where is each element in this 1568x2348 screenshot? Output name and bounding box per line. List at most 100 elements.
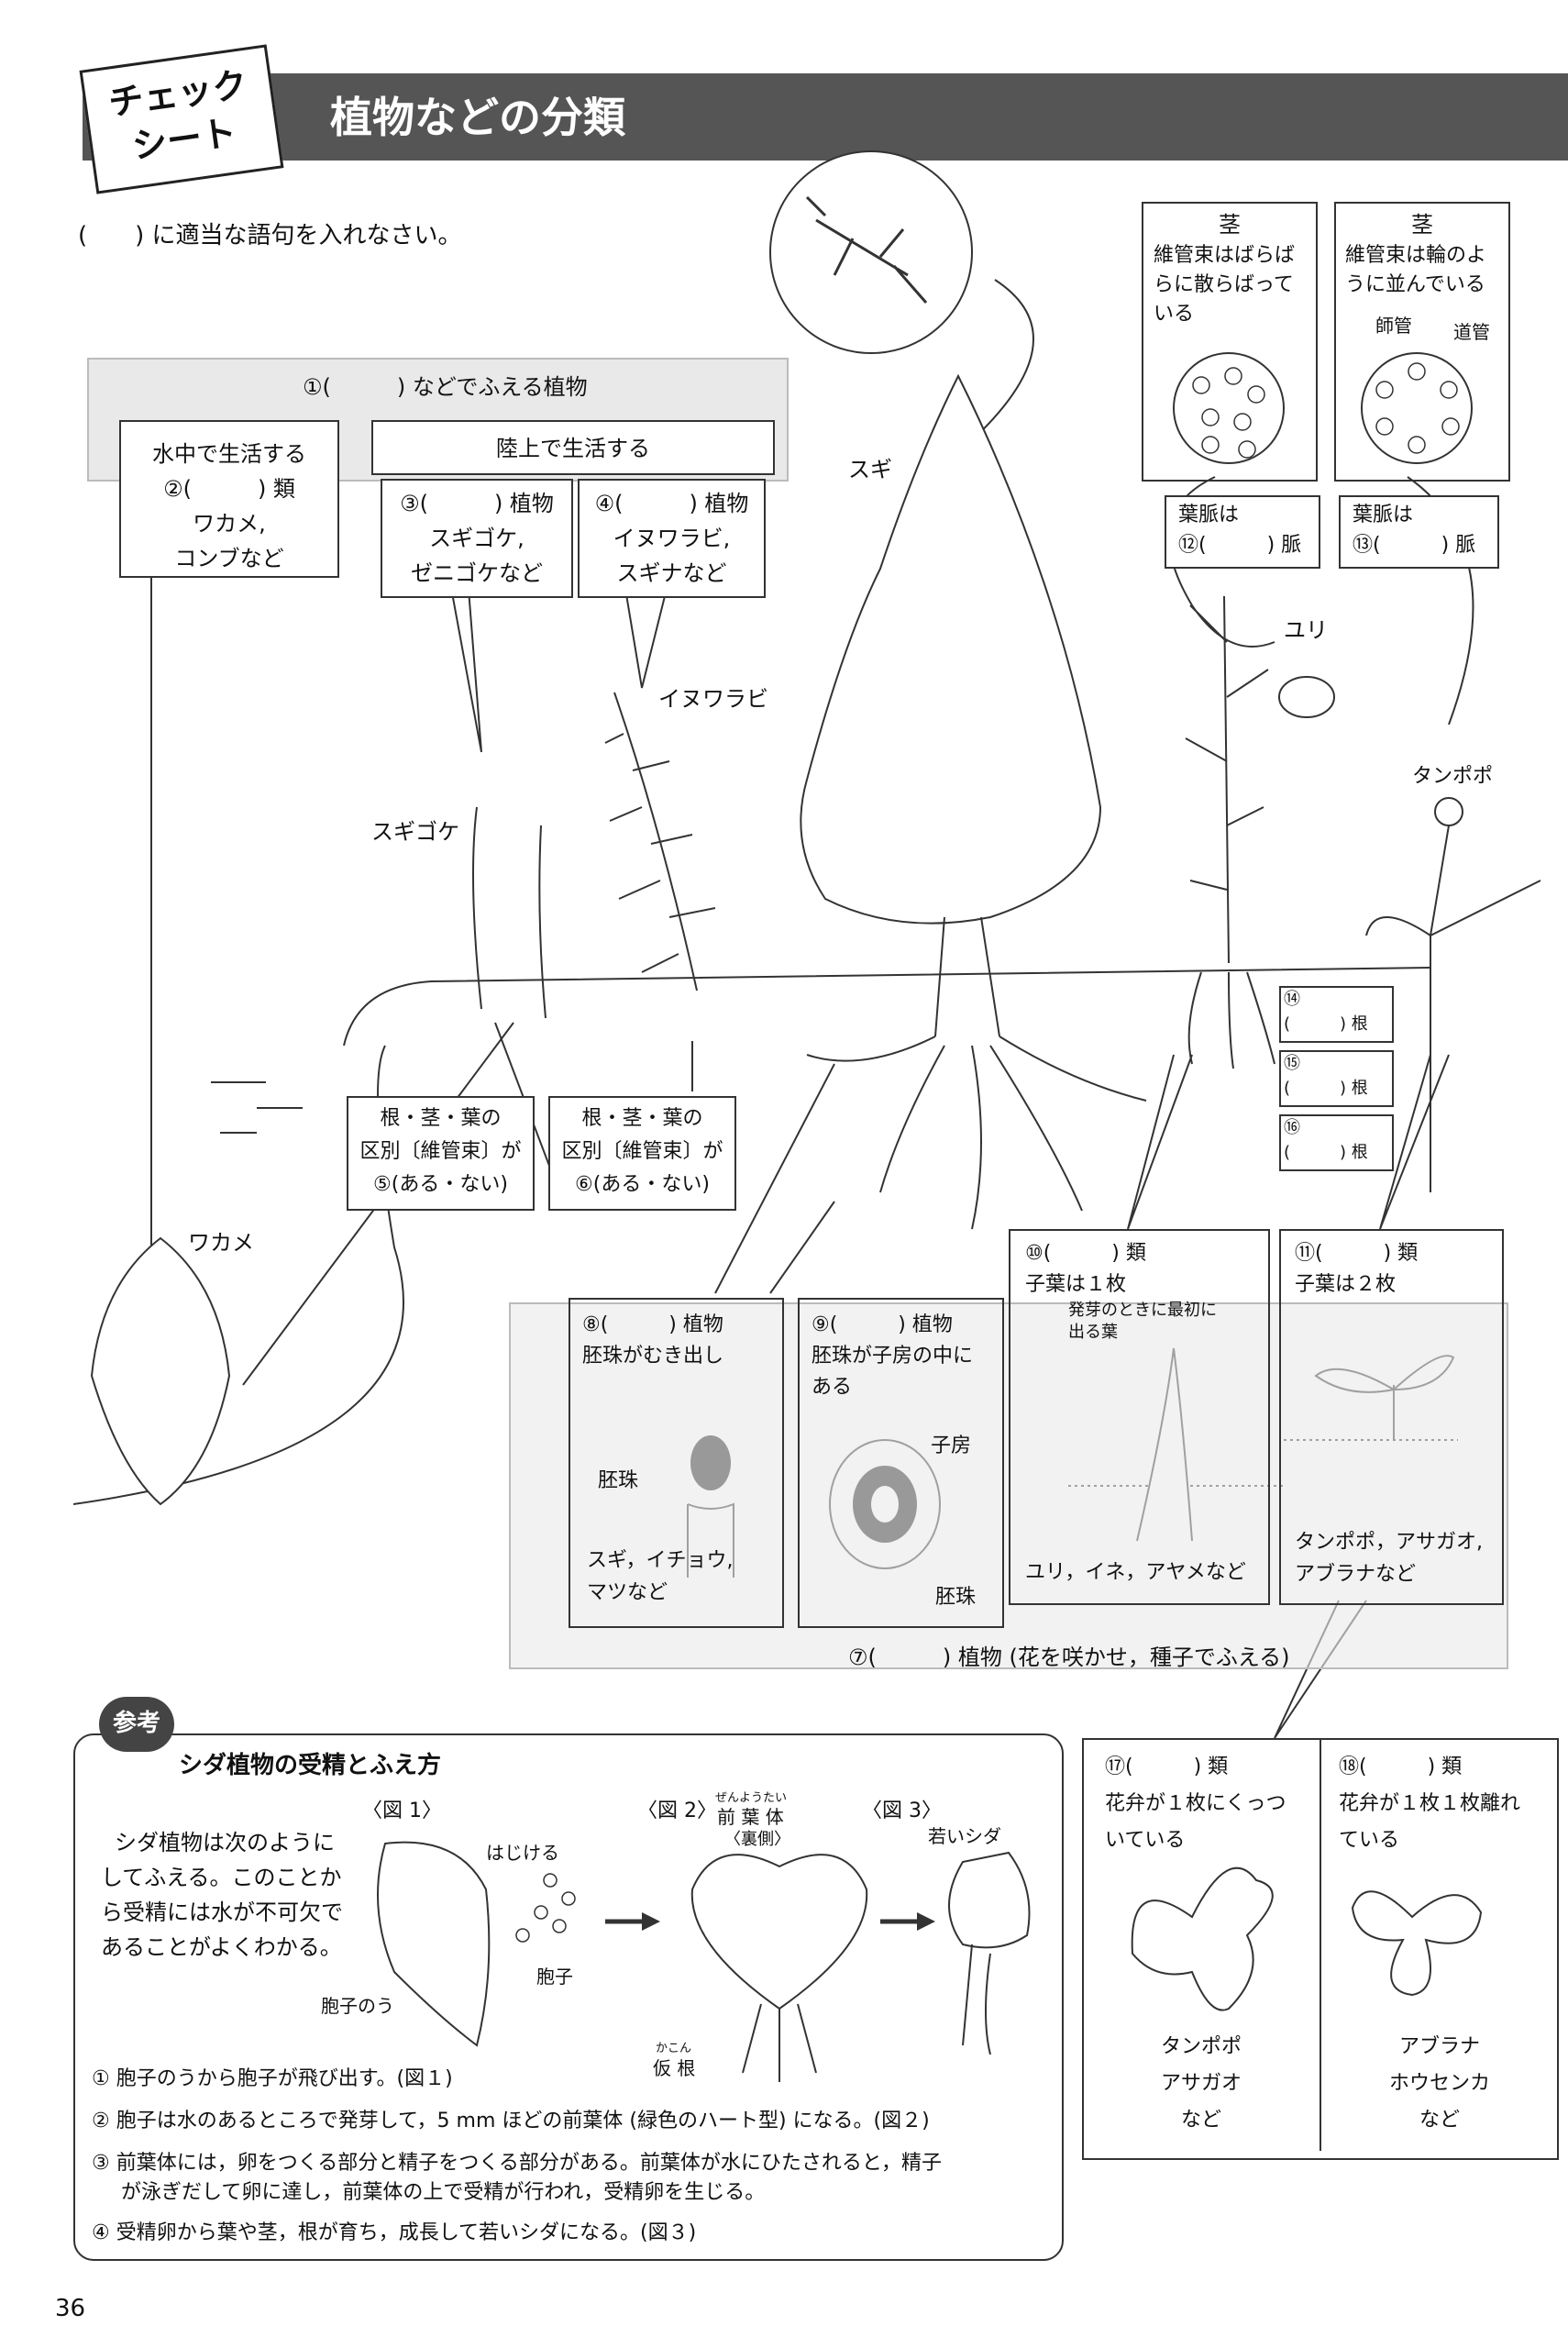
stem-cross-section-2 (1361, 352, 1473, 464)
q6-box (548, 1096, 736, 1211)
q9-box (798, 1298, 1004, 1628)
reference-badge-text: 参考 (112, 1710, 160, 1737)
vein12-line-2: ⑫( ) 脈 (1178, 534, 1302, 557)
q18-line-3: ている (1339, 1829, 1400, 1852)
fern-line-1: ④( ) 植物 (594, 491, 749, 516)
label-hajikeru: はじける (486, 1842, 559, 1864)
q6-line-3: ⑥(ある・ない) (575, 1173, 710, 1196)
root14-num: ⑭ (1284, 990, 1300, 1009)
label-kakon: 仮 根 (653, 2057, 696, 2079)
q10-note-1: 発芽のときに最初に (1068, 1301, 1217, 1320)
reference-badge: 参考 (99, 1697, 174, 1752)
moss-line-1: ③( ) 植物 (400, 491, 554, 516)
label-phloem: 師管 (1375, 315, 1412, 337)
label-houshi: 胞子 (536, 1966, 573, 1988)
water-line-1: 水中で生活する (152, 441, 306, 467)
q1-label: ①( ) などでふえる植物 (303, 374, 588, 400)
moss-line-2: スギゴケ, (429, 526, 525, 551)
q8-line-1: ⑧( ) 植物 (582, 1313, 723, 1336)
q5-box (347, 1096, 535, 1211)
label-wakaishida: 若いシダ (928, 1825, 1001, 1847)
q17-ex-2: アサガオ (1160, 2072, 1242, 2095)
q10-note-2: 出る葉 (1068, 1323, 1118, 1342)
fig2-label: 〈図 2〉 (637, 1800, 717, 1822)
ref-step-3b: が泳ぎだして卵に達し，前葉体の上で受精が行われ，受精卵を生じる。 (121, 2181, 766, 2204)
stem2-title: 茎 (1411, 212, 1433, 238)
vein12-line-1: 葉脈は (1178, 504, 1240, 526)
young-fern-drawing (948, 1851, 1031, 1949)
flower-separate-petals (1351, 1890, 1483, 1997)
q10-box (1009, 1229, 1270, 1605)
ref-step-2: ② 胞子は水のあるところで発芽して，5 mm ほどの前葉体 (緑色のハート型) … (92, 2110, 930, 2132)
q11-line-2: 子葉は２枚 (1295, 1273, 1397, 1296)
q17-ex-1: タンポポ (1160, 2035, 1242, 2058)
reference-title: シダ植物の受精とふえ方 (179, 1752, 442, 1779)
sporangium-drawing (377, 1841, 491, 2047)
q17-ex-3: など (1180, 2109, 1221, 2132)
q10-line-2: 子葉は１枚 (1025, 1273, 1127, 1296)
fern-line-2: イヌワラビ, (613, 526, 731, 551)
wakame-drawing (90, 1236, 231, 1506)
stem1-line-3: いる (1154, 303, 1195, 326)
instruction-text: ( ) に適当な語句を入れなさい。 (78, 222, 462, 249)
q9-line-1: ⑨( ) 植物 (812, 1313, 953, 1336)
ref-intro-4: あることがよくわかる。 (101, 1934, 342, 1960)
vein13-line-1: 葉脈は (1353, 504, 1414, 526)
ref-step-3a: ③ 前葉体には，卵をつくる部分と精子をつくる部分がある。前葉体が水にひたされると… (92, 2152, 942, 2175)
label-xylem: 道管 (1453, 321, 1490, 343)
water-line-2: ②( ) 類 (163, 476, 295, 502)
label-uragawa: 〈裏側〉 (724, 1830, 790, 1849)
q10-ex: ユリ，イネ，アヤメなど (1025, 1561, 1246, 1584)
label-sugi: スギ (848, 457, 892, 482)
q9-ovule: 胚珠 (935, 1586, 977, 1609)
label-zenyoutai: 前 葉 体 (717, 1806, 784, 1828)
stem-box-dicot (1334, 202, 1510, 482)
moss-box (381, 479, 573, 598)
stem2-line-1: 維管束は輪のよ (1345, 244, 1487, 267)
land-box (371, 420, 775, 475)
water-line-3: ワカメ, (193, 511, 266, 537)
q6-line-2: 区別〔維管束〕が (561, 1140, 723, 1163)
stem1-line-2: らに散らばって (1154, 273, 1294, 296)
q9-line-2: 胚珠が子房の中に (812, 1345, 974, 1368)
q8-line-2: 胚珠がむき出し (582, 1345, 724, 1368)
q18-ex-2: ホウセンカ (1388, 2072, 1490, 2095)
header-bar (83, 73, 1568, 161)
root-box-16 (1279, 1114, 1394, 1171)
checksheet-badge: チェック シート (79, 44, 284, 194)
label-kakon-ruby: かこん (656, 2042, 692, 2055)
reference-box (73, 1733, 1064, 2261)
q11-ex-1: タンポポ，アサガオ, (1295, 1531, 1483, 1554)
vein-box-12 (1165, 495, 1320, 569)
page-title: 植物などの分類 (330, 93, 625, 142)
vein13-line-2: ⑬( ) 脈 (1353, 534, 1476, 557)
water-box (119, 420, 339, 578)
stem1-line-1: 維管束はばらば (1154, 244, 1296, 267)
q18-line-2: 花弁が１枚１枚離れ (1339, 1792, 1521, 1815)
flower-fused-petals (1131, 1866, 1274, 2011)
water-line-4: コンブなど (174, 546, 284, 571)
q10-line-1: ⑩( ) 類 (1025, 1242, 1146, 1265)
q18-line-1: ⑱( ) 類 (1339, 1755, 1463, 1778)
root15-num: ⑮ (1284, 1054, 1300, 1073)
label-inuwarabi: イヌワラビ (658, 686, 768, 712)
q8-ovule: 胚珠 (598, 1469, 639, 1492)
root15-text: ( ) 根 (1284, 1079, 1368, 1098)
q11-box (1279, 1229, 1504, 1605)
vein-box-13 (1339, 495, 1499, 569)
q8-ex-1: スギ，イチョウ, (587, 1549, 734, 1572)
ref-intro-3: ら受精には水が不可欠で (101, 1899, 343, 1925)
land-label: 陸上で生活する (496, 436, 650, 461)
q11-line-1: ⑪( ) 類 (1295, 1242, 1419, 1265)
root14-text: ( ) 根 (1284, 1014, 1368, 1034)
fern-line-3: スギナなど (616, 560, 727, 586)
q6-line-1: 根・茎・葉の (581, 1107, 703, 1130)
root-box-14 (1279, 986, 1394, 1043)
q17-line-3: いている (1105, 1829, 1186, 1852)
fig1-label: 〈図 1〉 (362, 1800, 442, 1822)
q17-q18-box (1082, 1738, 1559, 2160)
stem1-title: 茎 (1219, 212, 1241, 238)
root16-num: ⑯ (1284, 1118, 1300, 1137)
q11-ex-2: アブラナなど (1295, 1563, 1417, 1586)
cedar-tree (800, 373, 1102, 925)
